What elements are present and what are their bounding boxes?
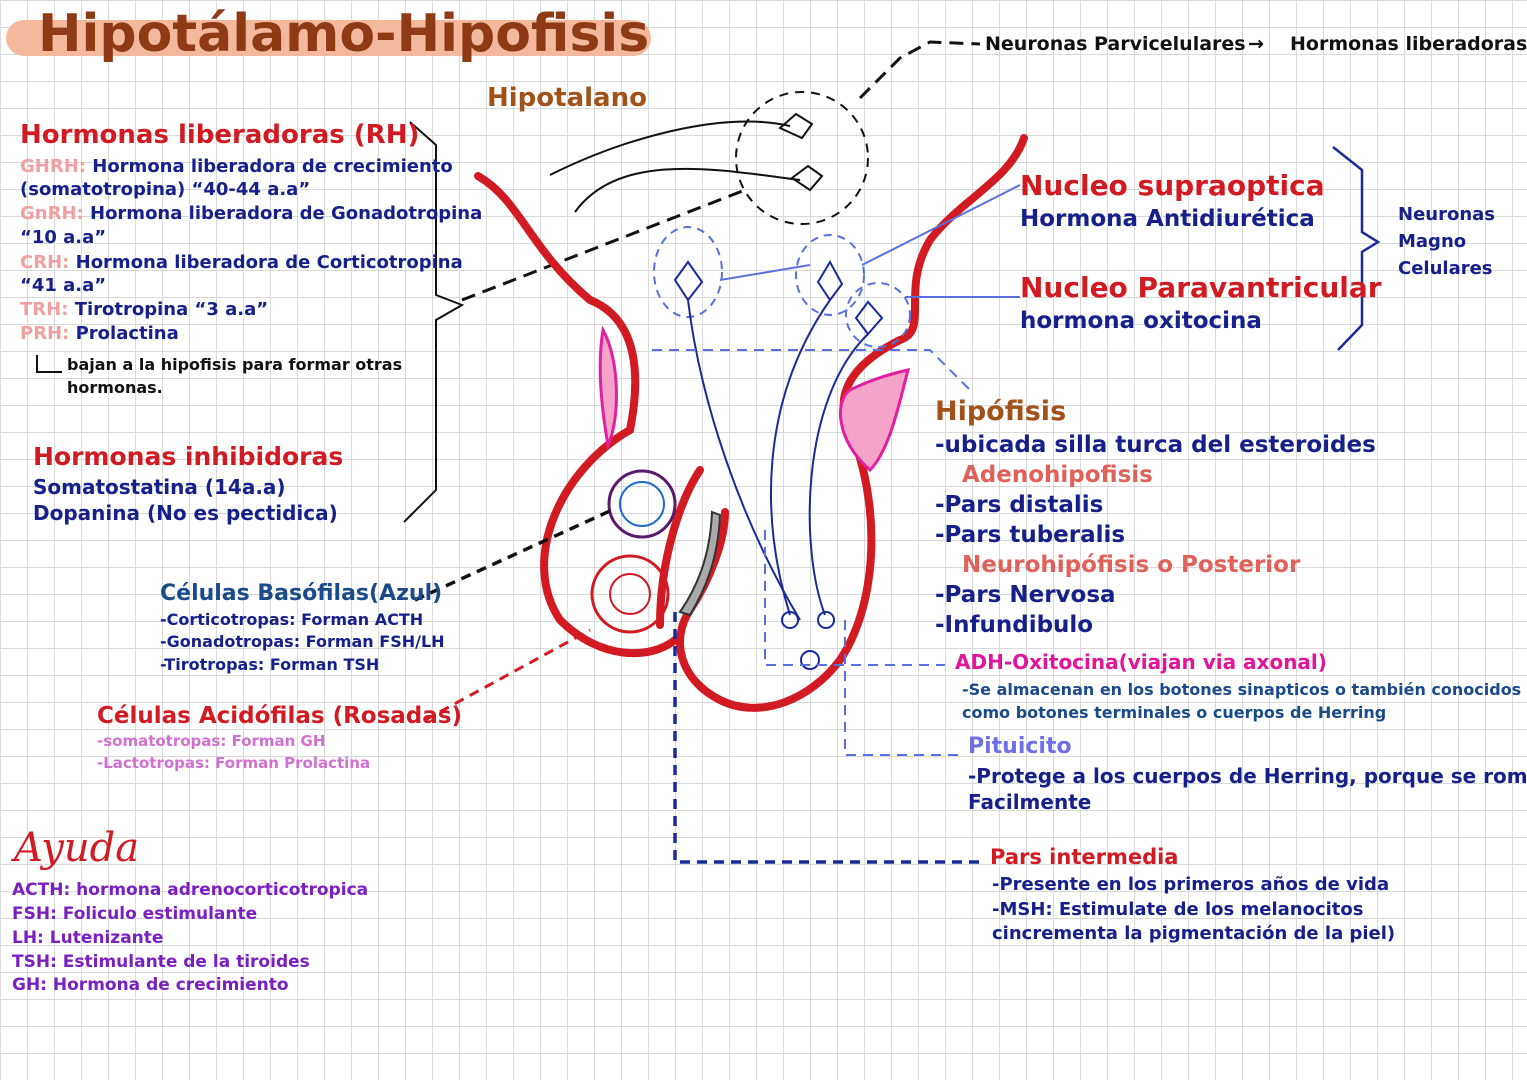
hipotalamo-label: Hipotalano <box>487 83 647 113</box>
adh-line: como botones terminales o cuerpos de Her… <box>962 703 1387 722</box>
item-text: Hormona liberadora de Corticotropina <box>75 252 463 273</box>
pars-tuberalis-right <box>839 367 911 473</box>
item-text: Hormona liberadora de crecimiento <box>92 156 453 177</box>
acidofila-item: -Lactotropas: Forman Prolactina <box>97 754 371 772</box>
liberadoras-heading: Hormonas liberadoras (RH) <box>20 120 420 150</box>
hipofisis-heading: Hipófisis <box>935 396 1067 427</box>
item-text: Hormona liberadora de Gonadotropina <box>90 203 483 224</box>
basophil-cell <box>607 469 677 539</box>
arrow-icon: → <box>1248 33 1264 55</box>
adh-heading: ADH-Oxitocina(viajan via axonal) <box>955 650 1327 674</box>
paraventricular-heading: Nucleo Paravantricular <box>1020 271 1382 304</box>
hipofisis-line: -Infundibulo <box>935 612 1094 638</box>
ayuda-item: GH: Hormona de crecimiento <box>12 975 289 995</box>
group-label: Neuronas <box>1398 204 1496 225</box>
note-arrow <box>36 355 62 373</box>
adh-line: -Se almacenan en los botones sinapticos … <box>962 680 1522 699</box>
group-label: Magno <box>1398 231 1467 252</box>
abbr: CRH: <box>20 252 70 273</box>
pituicito-line: Facilmente <box>968 790 1092 814</box>
supraoptica-text: Hormona Antidiurética <box>1020 206 1315 232</box>
acidophil-cell <box>590 554 670 634</box>
pituicito-line: -Protege a los cuerpos de Herring, porqu… <box>968 764 1527 788</box>
ayuda-item: LH: Lutenizante <box>12 928 164 948</box>
ayuda-item: TSH: Estimulante de la tiroides <box>12 952 310 972</box>
hipofisis-line: -Pars tuberalis <box>935 522 1126 548</box>
ayuda-heading: Ayuda <box>14 825 140 871</box>
abbr: GHRH: <box>20 156 86 177</box>
supraoptica-heading: Nucleo supraoptica <box>1020 169 1325 202</box>
basofilas-heading: Células Basófilas(Azul) <box>160 581 443 606</box>
item-text: Prolactina <box>75 323 179 344</box>
hipofisis-subheading: Neurohipófisis o Posterior <box>962 552 1301 578</box>
pars-intermedia-line: cincrementa la pigmentación de la piel) <box>992 923 1396 944</box>
abbr: GnRH: <box>20 203 84 224</box>
title-highlight <box>6 20 651 56</box>
item-text: Tirotropina “3 a.a” <box>74 299 269 320</box>
ayuda-item: ACTH: hormona adrenocorticotropica <box>12 880 369 900</box>
item-cont: “10 a.a” <box>20 227 107 248</box>
ayuda-item: FSH: Foliculo estimulante <box>12 904 258 924</box>
group-label: Celulares <box>1398 258 1493 279</box>
page-title: Hipotálamo-Hipofisis <box>38 4 650 64</box>
pituicito-heading: Pituicito <box>968 734 1072 759</box>
dashed-arrows <box>414 349 980 864</box>
note-line: bajan a la hipofisis para formar otras <box>67 355 403 374</box>
hypophysis-outline <box>474 134 1028 712</box>
hipofisis-line: -Pars distalis <box>935 492 1104 518</box>
inhibidora-item: Somatostatina (14a.a) <box>33 475 286 499</box>
basofila-item: -Gonadotropas: Forman FSH/LH <box>160 632 445 651</box>
note-line: hormonas. <box>67 378 163 397</box>
hipofisis-line: -ubicada silla turca del esteroides <box>935 432 1376 458</box>
parvicellular-neurons <box>461 40 981 302</box>
hormonas-liberadoras-label: Hormonas liberadoras <box>1290 33 1527 55</box>
basofila-item: -Corticotropas: Forman ACTH <box>160 610 424 629</box>
pars-intermedia-heading: Pars intermedia <box>990 845 1179 869</box>
hipofisis-line: -Pars Nervosa <box>935 582 1116 608</box>
inhibidora-item: Dopanina (No es pectidica) <box>33 501 338 525</box>
magnocellular-neurons <box>653 184 1021 670</box>
abbr: TRH: <box>20 299 69 320</box>
right-brace <box>1332 146 1381 351</box>
inhibidoras-heading: Hormonas inhibidoras <box>33 442 344 471</box>
hipofisis-subheading: Adenohipofisis <box>962 462 1153 488</box>
pars-tuberalis-left <box>598 325 618 450</box>
item-cont: (somatotropina) “40-44 a.a” <box>20 179 311 200</box>
item-cont: “41 a.a” <box>20 275 107 296</box>
abbr: PRH: <box>20 323 70 344</box>
left-brace <box>403 121 465 523</box>
parvicellular-label: Neuronas Parvicelulares <box>985 33 1246 55</box>
paraventricular-text: hormona oxitocina <box>1020 308 1262 334</box>
pars-intermedia-shade <box>678 510 722 617</box>
pars-intermedia-line: -Presente en los primeros años de vida <box>992 874 1390 895</box>
basofila-item: -Tirotropas: Forman TSH <box>160 655 380 674</box>
pars-intermedia-line: -MSH: Estimulate de los melanocitos <box>992 899 1364 920</box>
acidofilas-heading: Células Acidófilas (Rosadas) <box>97 703 462 729</box>
acidofila-item: -somatotropas: Forman GH <box>97 732 326 750</box>
